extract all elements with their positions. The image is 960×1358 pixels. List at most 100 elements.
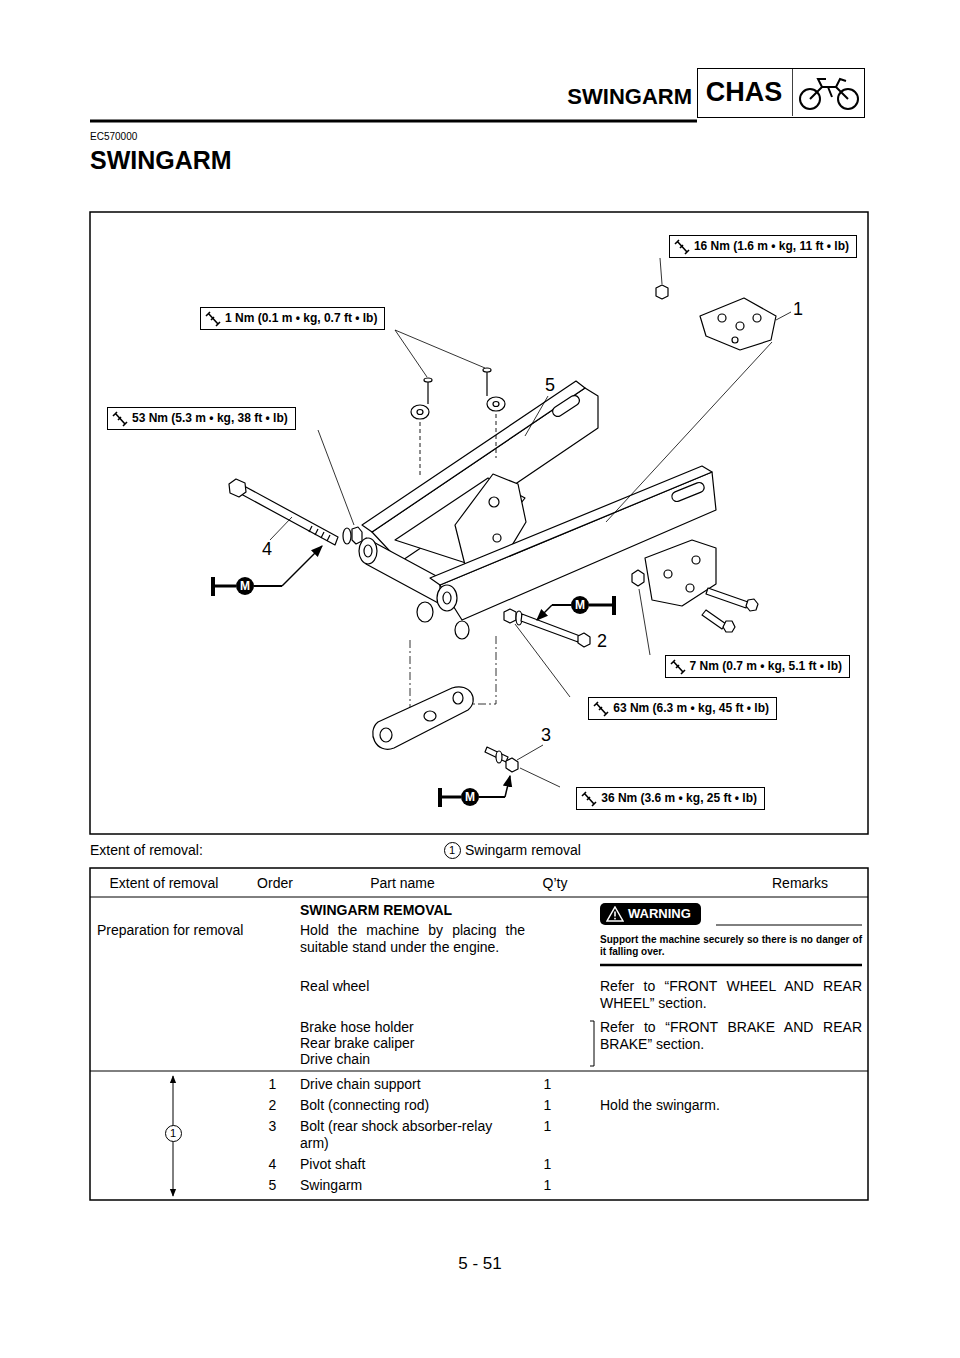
removal-table [90, 897, 868, 898]
lubricant-marker [254, 585, 282, 587]
swingarm-illustration [606, 342, 772, 522]
swingarm-illustration [440, 472, 716, 620]
swingarm-illustration [746, 599, 758, 611]
table-header: Q’ty [520, 875, 590, 892]
lubricant-symbol-text: M [461, 788, 479, 806]
swingarm-illustration [718, 314, 726, 322]
swingarm-illustration [487, 397, 505, 411]
swingarm-illustration [632, 570, 644, 586]
torque-spec-box: 36 Nm (3.6 m • kg, 25 ft • lb) [576, 787, 765, 810]
warning-icon [614, 912, 616, 917]
table-cell: Rear brake caliper [300, 1035, 414, 1051]
table-cell: 3 [255, 1118, 290, 1135]
motorcycle-icon [792, 69, 864, 116]
torque-wrench-icon [205, 311, 221, 327]
swingarm-illustration [373, 687, 473, 750]
torque-spec-box: 7 Nm (0.7 m • kg, 5.1 ft • lb) [665, 655, 850, 678]
warning-icon [614, 918, 616, 920]
swingarm-illustration [420, 414, 496, 478]
table-cell: Swingarm [300, 1177, 362, 1194]
torque-spec-box-text: 7 Nm (0.7 m • kg, 5.1 ft • lb) [690, 656, 842, 677]
torque-spec-box-text: 36 Nm (3.6 m • kg, 25 ft • lb) [601, 788, 757, 809]
lubricant-marker [589, 604, 612, 607]
swingarm-illustration [486, 372, 487, 396]
leader-line [639, 589, 650, 655]
swingarm-illustration [493, 402, 499, 407]
lubricant-marker [442, 796, 461, 799]
lubricant-marker [282, 546, 322, 586]
swingarm-illustration [506, 758, 518, 772]
table-cell: Real wheel [300, 978, 369, 995]
torque-spec-box: 53 Nm (5.3 m • kg, 38 ft • lb) [107, 407, 296, 430]
torque-wrench-icon [671, 660, 685, 674]
swingarm-illustration [656, 285, 668, 299]
swingarm-illustration [364, 545, 372, 557]
torque-wrench-icon [593, 701, 609, 717]
torque-spec-box-text: 53 Nm (5.3 m • kg, 38 ft • lb) [132, 408, 288, 429]
swingarm-illustration [645, 540, 716, 606]
swingarm-illustration [437, 585, 457, 611]
lubricant-marker [215, 585, 236, 588]
lubricant-marker [612, 596, 616, 615]
swingarm-illustration [455, 621, 469, 639]
table-cell: 2 [255, 1097, 290, 1114]
tab-divider [792, 69, 793, 116]
swingarm-illustration [670, 481, 705, 503]
swingarm-illustration [309, 526, 330, 541]
swingarm-illustration [483, 368, 491, 372]
torque-spec-box-text: 16 Nm (1.6 m • kg, 11 ft • lb) [694, 236, 849, 257]
table-cell: 1 [535, 1097, 560, 1114]
removal-table [90, 1071, 868, 1072]
torque-wrench-icon [594, 702, 608, 716]
swingarm-illustration [736, 322, 744, 330]
lubricant-marker [505, 776, 510, 797]
circled-number: 1 [165, 1125, 182, 1142]
page-number: 5 - 51 [430, 1254, 530, 1274]
swingarm-illustration [551, 394, 582, 419]
swingarm-illustration [241, 486, 338, 545]
torque-spec-box: 63 Nm (6.3 m • kg, 45 ft • lb) [588, 697, 777, 720]
leader-line [520, 768, 560, 787]
figure-frame [90, 212, 868, 834]
leader-line [270, 258, 791, 787]
swingarm-illustration [427, 382, 428, 404]
removal-table [600, 964, 862, 967]
torque-spec-box: 16 Nm (1.6 m • kg, 11 ft • lb) [669, 235, 857, 258]
swingarm-illustration [417, 410, 423, 415]
torque-wrench-icon [670, 659, 686, 675]
swingarm-illustration [485, 747, 508, 762]
swingarm-illustration [493, 534, 501, 542]
running-header: SWINGARM [550, 84, 692, 110]
lubricant-symbol-text: M [236, 577, 254, 595]
swingarm-illustration [359, 538, 377, 564]
table-header: Remarks [740, 875, 860, 892]
warning-icon [606, 906, 624, 922]
table-cell: Refer to “FRONT WHEEL AND REAR WHEEL” se… [600, 978, 862, 1012]
motorcycle-icon [810, 79, 848, 99]
swingarm-illustration [229, 479, 246, 497]
swingarm-illustration [489, 497, 499, 507]
torque-wrench-icon [582, 792, 596, 806]
warning-text: Support the machine securely so there is… [600, 934, 862, 958]
table-cell: 1 [535, 1177, 560, 1194]
torque-spec-box: 1 Nm (0.1 m • kg, 0.7 ft • lb) [200, 307, 385, 330]
table-cell: 5 [255, 1177, 290, 1194]
lubricant-symbol: M [571, 596, 589, 614]
header-rule [90, 120, 697, 123]
section-tab: CHAS [697, 68, 865, 118]
table-cell: Hold the machine by placing the suitable… [300, 922, 525, 956]
removal-table [590, 1021, 594, 1066]
removal-table [90, 868, 868, 1200]
circled-number-text: 1 [445, 843, 460, 858]
torque-wrench-icon [675, 240, 689, 254]
swingarm-illustration [352, 527, 362, 544]
swingarm-illustration [686, 584, 694, 592]
leader-line [517, 745, 543, 760]
table-cell: Brake hose holder [300, 1019, 414, 1035]
swingarm-illustration [521, 614, 580, 642]
circled-number-text: 1 [166, 1126, 181, 1141]
lubricant-marker [479, 796, 505, 798]
lubricant-marker [211, 546, 616, 807]
section-title: SWINGARM [90, 146, 232, 175]
table-cell: 1 [535, 1156, 560, 1173]
